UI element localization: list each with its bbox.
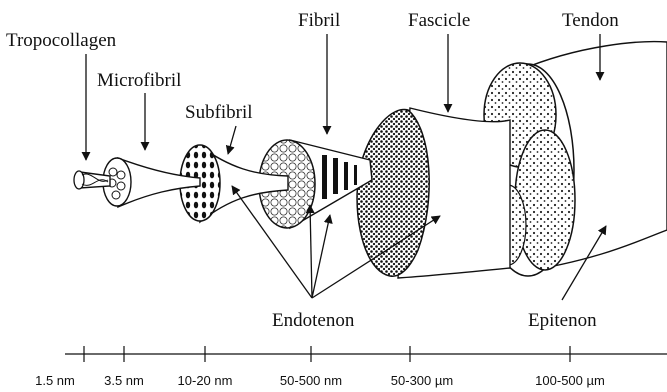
label-microfibril: Microfibril: [97, 70, 181, 91]
label-tendon: Tendon: [562, 10, 619, 31]
fascicle-structure: [357, 108, 510, 278]
label-fascicle: Fascicle: [408, 10, 470, 31]
size-scale: 1.5 nm 3.5 nm 10-20 nm 50-500 nm 50-300 …: [35, 346, 667, 388]
scale-label-tendon: 100-500 µm: [535, 373, 605, 388]
scale-label-tropocollagen: 1.5 nm: [35, 373, 75, 388]
label-epitenon: Epitenon: [528, 310, 597, 331]
scale-label-microfibril: 3.5 nm: [104, 373, 144, 388]
label-fibril: Fibril: [298, 10, 340, 31]
scale-label-subfibril: 10-20 nm: [178, 373, 233, 388]
label-subfibril: Subfibril: [185, 102, 253, 123]
label-endotenon: Endotenon: [272, 310, 355, 331]
tropocollagen-cross-section: [74, 171, 84, 189]
scale-label-fascicle: 50-300 µm: [391, 373, 453, 388]
scale-label-fibril: 50-500 nm: [280, 373, 342, 388]
label-tropocollagen: Tropocollagen: [6, 30, 117, 51]
